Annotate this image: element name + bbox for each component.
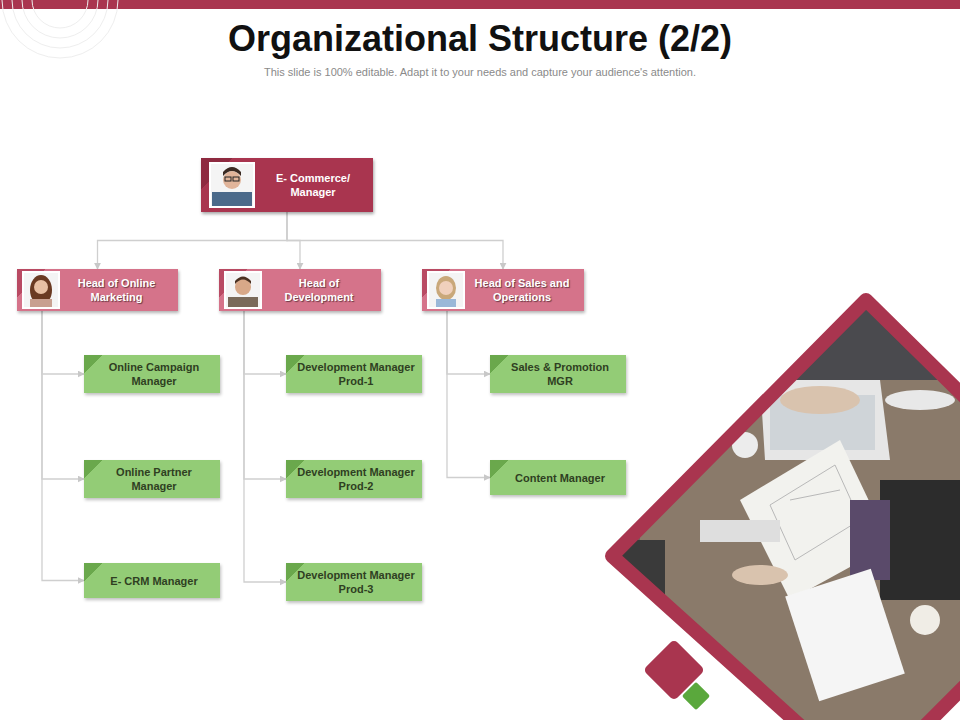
head-box: Head of Development: [219, 269, 381, 311]
node-label: Online Campaign Manager: [94, 360, 214, 388]
role-box: Sales & Promotion MGR: [490, 355, 626, 393]
connector: [244, 311, 286, 479]
node-label: Development Manager Prod-3: [296, 568, 416, 596]
connector: [42, 311, 84, 479]
photo-frame: [612, 300, 960, 720]
node-label: Head of Development: [263, 276, 375, 304]
connector: [244, 311, 286, 374]
role-box: E- CRM Manager: [84, 563, 220, 598]
role-box: Content Manager: [490, 460, 626, 495]
node-label: Head of Sales and Operations: [466, 276, 578, 304]
role-box: Online Partner Manager: [84, 460, 220, 498]
connector: [98, 212, 288, 269]
connector: [287, 212, 503, 269]
role-box: Development Manager Prod-2: [286, 460, 422, 498]
connector: [42, 311, 84, 374]
corner-circles: [2, 0, 118, 58]
top-bar: [0, 0, 960, 9]
connector: [42, 311, 84, 581]
role-box: Development Manager Prod-1: [286, 355, 422, 393]
role-box: Online Campaign Manager: [84, 355, 220, 393]
node-label: Head of Online Marketing: [61, 276, 172, 304]
connector: [447, 311, 490, 374]
node-label: E- CRM Manager: [110, 574, 197, 588]
head-box: Head of Sales and Operations: [422, 269, 584, 311]
head-box: Head of Online Marketing: [17, 269, 178, 311]
node-label: Development Manager Prod-1: [296, 360, 416, 388]
node-label: E- Commerce/ Manager: [259, 171, 367, 199]
connector: [447, 311, 490, 478]
role-box: Development Manager Prod-3: [286, 563, 422, 601]
slide-title: Organizational Structure (2/2): [0, 18, 960, 60]
node-label: Development Manager Prod-2: [296, 465, 416, 493]
slide-caption: This slide is 100% editable. Adapt it to…: [0, 66, 960, 78]
deco-diamond: [682, 682, 710, 710]
manager-box: E- Commerce/ Manager: [201, 158, 373, 212]
connector: [244, 311, 286, 582]
node-label: Content Manager: [515, 471, 605, 485]
node-label: Sales & Promotion MGR: [500, 360, 620, 388]
node-label: Online Partner Manager: [94, 465, 214, 493]
